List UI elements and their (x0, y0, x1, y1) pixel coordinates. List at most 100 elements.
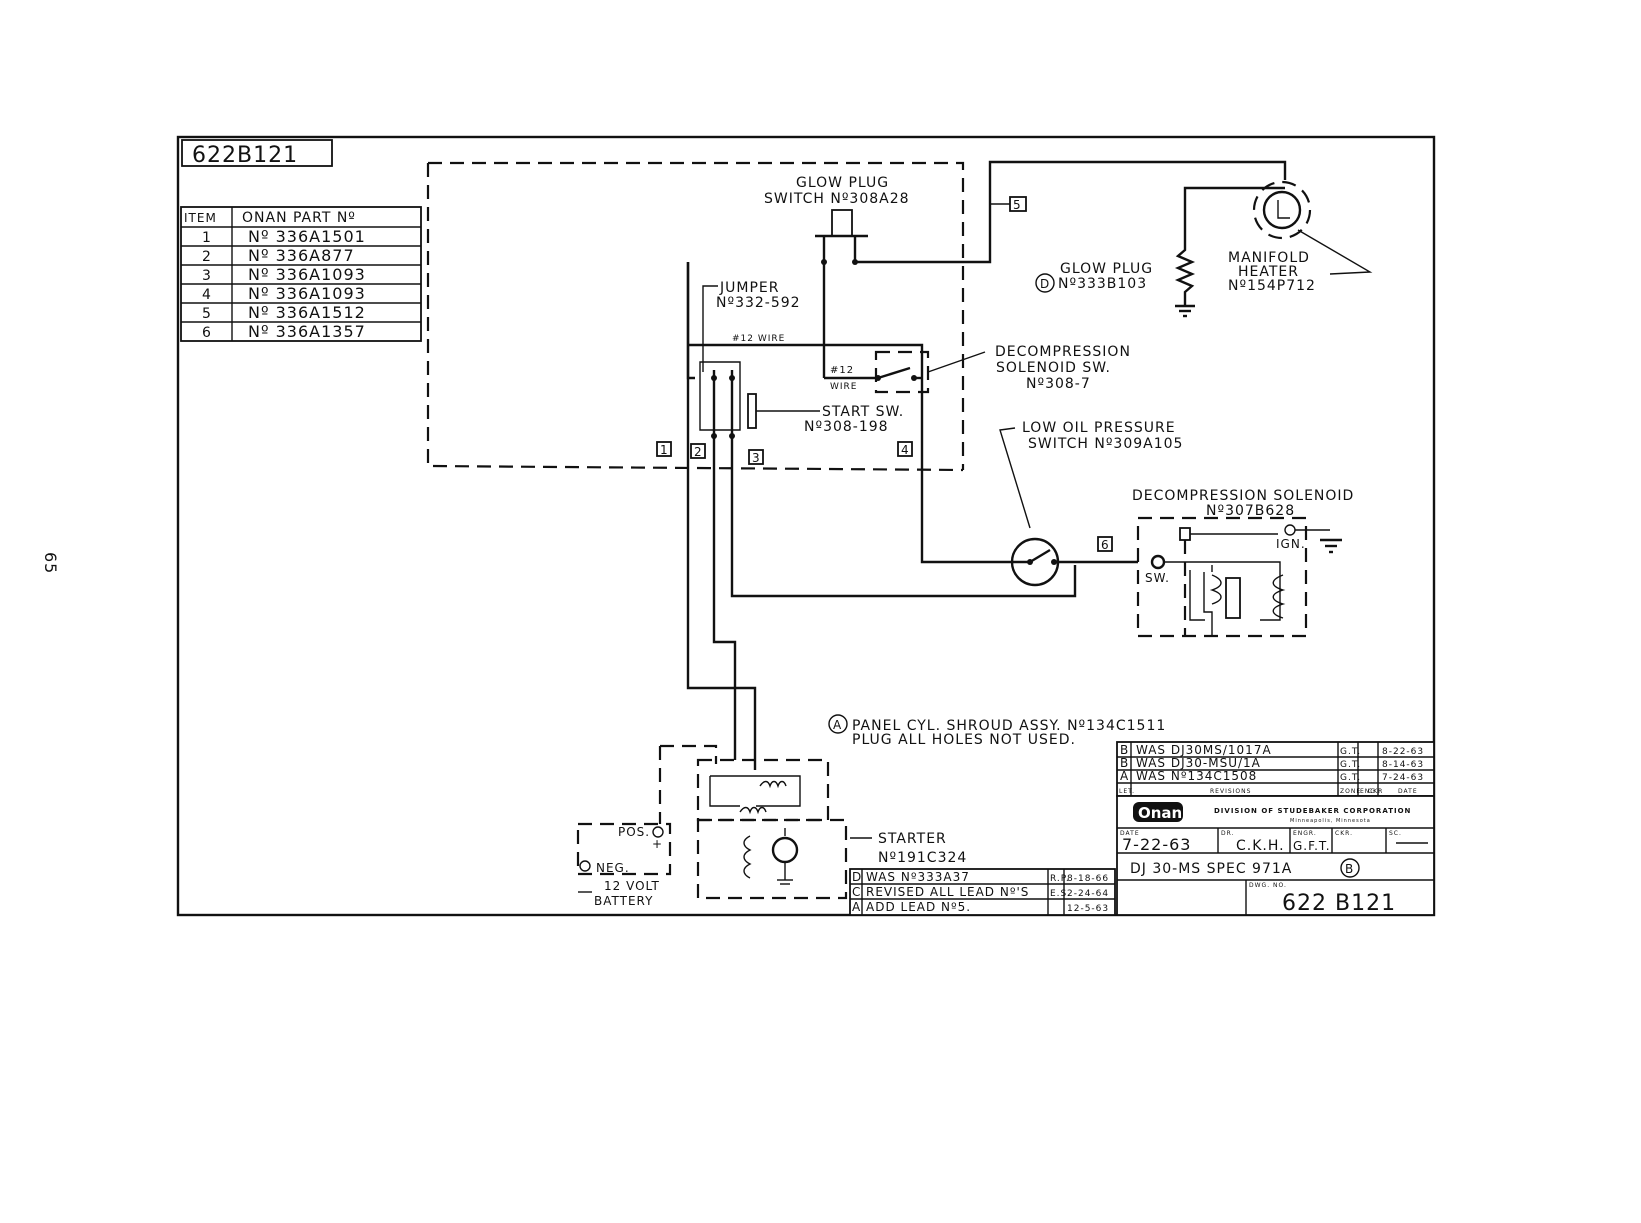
lead-marker-label: 2 (694, 445, 703, 459)
glow-plug-label: GLOW PLUG (1060, 261, 1153, 277)
parts-number: Nº 336A1093 (248, 284, 366, 303)
lead-marker (1097, 536, 1113, 552)
wire-12-top (688, 343, 924, 470)
revision-date: 7-24-63 (1382, 773, 1424, 783)
revision-letter: D (852, 870, 862, 884)
wire-12-top-label: #12 WIRE (732, 334, 785, 344)
note-marker-circle (828, 714, 848, 734)
lead-marker (748, 449, 764, 465)
wire-12-side-label: WIRE (830, 382, 858, 392)
wire-lead-3 (730, 448, 1077, 598)
revision-text: WAS Nº134C1508 (1136, 769, 1257, 783)
parts-number: Nº 336A1501 (248, 227, 366, 246)
low-oil-switch-label: LOW OIL PRESSURE (1022, 420, 1176, 436)
wire-lead-1 (686, 262, 757, 770)
company-city: Minneapolis, Minnesota (1290, 818, 1371, 824)
decomp-sw-part: Nº308-7 (1026, 376, 1091, 392)
manifold-heater-label: HEATER (1238, 264, 1299, 280)
drawn-by: C.K.H. (1236, 838, 1285, 854)
battery-neg-terminal-icon (579, 860, 591, 872)
parts-number: Nº 336A1093 (248, 265, 366, 284)
revision-header: CKR (1368, 788, 1383, 795)
starter-motor-icon (771, 836, 799, 864)
lead-marker-label: 5 (1013, 198, 1022, 212)
battery-neg-label: NEG. (596, 861, 630, 875)
parts-item: 5 (202, 306, 212, 322)
manifold-heater-icon (1252, 180, 1312, 240)
lead-marker (690, 443, 706, 459)
revision-ckr: R.P. (1050, 874, 1070, 884)
starter-coil-icon (739, 806, 767, 815)
parts-item: 3 (202, 268, 212, 284)
revisions-right-table: B WAS DJ30MS/1017A G.T. 8-22-63 B WAS DJ… (1116, 741, 1435, 797)
field-coil-icon (743, 835, 752, 879)
starter-motor-frame (696, 818, 848, 900)
model-spec: DJ 30-MS SPEC 971A (1130, 861, 1292, 877)
decomp-solenoid-part: Nº307B628 (1206, 503, 1295, 519)
manifold-heater-part: Nº154P712 (1228, 278, 1316, 294)
revision-ckr: G.T. (1340, 760, 1361, 770)
revision-text: REVISED ALL LEAD Nº'S (866, 885, 1029, 899)
ckr-label: CKR. (1335, 830, 1353, 837)
revision-ckr: G.T. (1340, 773, 1361, 783)
parts-header-part: ONAN PART Nº (242, 210, 356, 226)
solenoid-coil-icon (1209, 574, 1222, 605)
revision-date: 12-5-63 (1067, 904, 1109, 914)
model-rev-circle (1340, 858, 1360, 878)
jumper-part: Nº332-592 (716, 295, 801, 311)
wire-lead-4 (920, 470, 1030, 564)
manifold-heater-label: MANIFOLD (1228, 250, 1310, 266)
solenoid-resistor-icon (1225, 577, 1241, 619)
revision-header: ENG (1360, 788, 1376, 795)
lead-marker-label: 1 (660, 443, 669, 457)
note-text: PANEL CYL. SHROUD ASSY. Nº134C1511 (852, 718, 1166, 734)
revision-header: ZONE (1340, 788, 1361, 795)
revision-text: ADD LEAD Nº5. (866, 900, 971, 914)
lead-marker (897, 441, 913, 457)
battery-voltage: 12 VOLT (604, 879, 660, 893)
onan-logo (1133, 802, 1183, 822)
starter-solenoid-frame (696, 758, 830, 822)
glow-plug-part: Nº333B103 (1058, 276, 1147, 292)
revision-header: LET. (1119, 788, 1135, 795)
revision-header: DATE (1398, 788, 1418, 795)
date-label: DATE (1120, 830, 1140, 837)
lead-marker-label: 4 (901, 443, 910, 457)
low-oil-switch-part: SWITCH Nº309A105 (1028, 436, 1183, 452)
parts-header-item: ITEM (184, 211, 217, 225)
drawing-number: 622 B121 (1282, 891, 1396, 916)
starter-label: STARTER (878, 831, 947, 847)
lead-marker (656, 441, 672, 457)
page-number: 65 (41, 552, 60, 574)
parts-item: 4 (202, 287, 212, 303)
company-division: DIVISION OF STUDEBAKER CORPORATION (1214, 807, 1411, 815)
corner-number-box (181, 139, 333, 167)
revision-date: 8-22-63 (1382, 747, 1424, 757)
battery-pos-label: POS. (618, 825, 650, 839)
revision-letter: A (1120, 769, 1129, 783)
start-switch-part: Nº308-198 (804, 419, 889, 435)
battery-label: BATTERY (594, 894, 653, 908)
glow-plug-marker-circle (1035, 273, 1055, 293)
note-marker: A (833, 718, 842, 732)
revision-text: WAS DJ30MS/1017A (1136, 743, 1272, 757)
revision-header: REVISIONS (1210, 788, 1251, 795)
parts-item: 6 (202, 325, 212, 341)
revision-letter: B (1120, 743, 1129, 757)
revision-letter: B (1120, 756, 1129, 770)
decomp-solenoid-label: DECOMPRESSION SOLENOID (1132, 488, 1354, 504)
sw-label: SW. (1145, 571, 1170, 585)
starter-part: Nº191C324 (878, 850, 967, 866)
model-rev: B (1345, 862, 1354, 876)
parts-table-frame (180, 206, 422, 342)
battery-plus-sign: + (652, 837, 663, 851)
start-switch-frame (699, 361, 741, 431)
revision-date: 8-14-63 (1382, 760, 1424, 770)
lead-marker-label: 6 (1101, 538, 1110, 552)
revision-ckr: G.T. (1340, 747, 1361, 757)
sc-label: SC. (1389, 830, 1402, 837)
revision-letter: A (852, 900, 861, 914)
lead-marker-label: 3 (752, 451, 761, 465)
revision-text: WAS DJ30-MSU/1A (1136, 756, 1261, 770)
